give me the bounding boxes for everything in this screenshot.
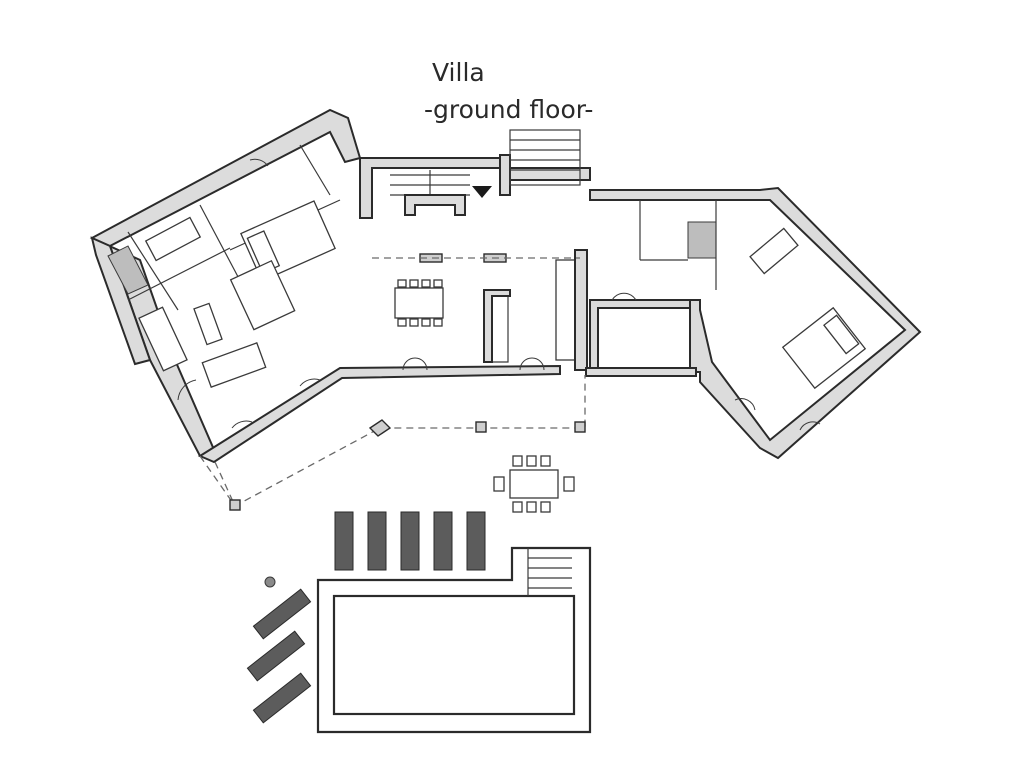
kitchen-counter-icon	[555, 259, 577, 361]
pool-loungers-row	[334, 511, 486, 571]
pergola-post	[368, 419, 392, 437]
pool-steps-icon	[527, 548, 572, 596]
pool-lounger-icon	[466, 511, 486, 571]
pool-lounger-icon	[367, 511, 387, 571]
sofa-icon	[138, 306, 188, 372]
plan-subtitle: -ground floor-	[424, 95, 594, 124]
stairs-icon	[390, 129, 581, 200]
bathtub-icon	[144, 216, 202, 262]
central-block	[359, 129, 591, 371]
pool-loungers-diagonal	[246, 576, 312, 724]
bed-icon	[781, 306, 867, 390]
dining-table-icon	[394, 279, 444, 327]
sofa-icon	[201, 342, 267, 388]
pergola-post	[574, 421, 586, 433]
left-wing	[89, 108, 561, 464]
pool-lounger-icon	[334, 511, 354, 571]
pool-lounger-icon	[246, 630, 306, 682]
coffee-table-icon	[193, 302, 223, 346]
umbrella-icon	[264, 576, 276, 588]
entrance-arrow-icon	[472, 186, 492, 198]
pool-lounger-icon	[252, 588, 312, 640]
terrace	[199, 375, 586, 511]
pool-lounger-icon	[433, 511, 453, 571]
plan-title: Villa	[432, 58, 485, 87]
pergola-post	[475, 421, 487, 433]
swimming-pool	[316, 546, 592, 734]
pool-lounger-icon	[252, 672, 312, 724]
outdoor-dining-table-icon	[493, 455, 575, 513]
pergola-post	[229, 499, 241, 511]
shower-tile-icon	[687, 221, 717, 259]
bathtub-icon	[749, 227, 799, 275]
shower-tile-icon	[107, 245, 149, 295]
right-wing	[585, 186, 922, 460]
pool-lounger-icon	[400, 511, 420, 571]
